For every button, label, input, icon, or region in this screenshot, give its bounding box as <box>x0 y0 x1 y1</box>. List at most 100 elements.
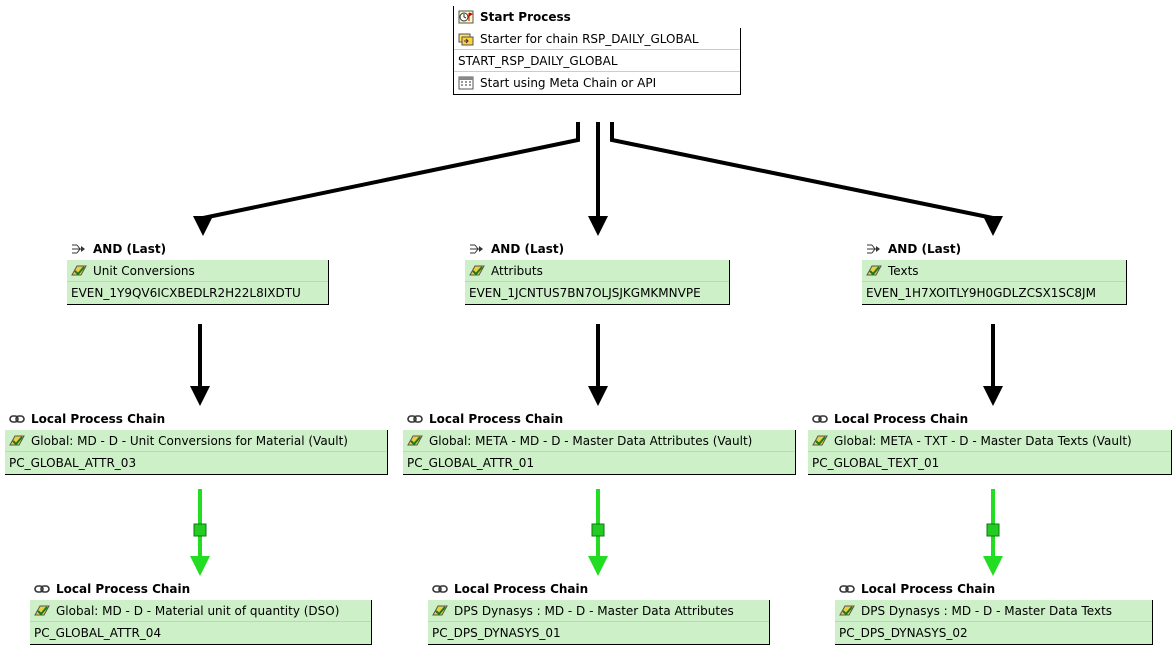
start-process-starter-row: Starter for chain RSP_DAILY_GLOBAL <box>454 28 740 50</box>
chain-link-icon <box>34 582 50 596</box>
local-chain-body: Global: META - TXT - D - Master Data Tex… <box>808 430 1172 475</box>
local-chain-title: Local Process Chain <box>454 582 589 596</box>
local-chain-code: PC_DPS_DYNASYS_02 <box>839 626 968 640</box>
and-node-1[interactable]: AND (Last) Unit Conversions EVEN_1Y9QV6I… <box>67 238 329 305</box>
clock-flag-icon <box>458 10 474 24</box>
edge-start-to-and-3[interactable] <box>610 122 1003 236</box>
chain-link-icon <box>812 412 828 426</box>
local-chain-body: DPS Dynasys : MD - D - Master Data Attri… <box>428 600 770 645</box>
event-icon <box>34 604 50 618</box>
local-chain-body: Global: MD - D - Unit Conversions for Ma… <box>5 430 388 475</box>
local-chain-label: DPS Dynasys : MD - D - Master Data Attri… <box>454 604 734 618</box>
local-chain-title-row: Local Process Chain <box>835 578 1153 600</box>
event-icon <box>71 264 87 278</box>
local-chain-code-row: PC_DPS_DYNASYS_02 <box>835 622 1152 644</box>
and-node-2[interactable]: AND (Last) Attributs EVEN_1JCNTUS7BN7OLJ… <box>465 238 730 305</box>
and-node-code: EVEN_1H7XOITLY9H0GDLZCSX1SC8JM <box>866 286 1096 300</box>
local-chain-code: PC_GLOBAL_ATTR_03 <box>9 456 137 470</box>
and-node-label-row: Attributs <box>465 260 729 282</box>
start-process-node[interactable]: Start Process Starter for chain RSP_DAIL… <box>453 6 741 95</box>
and-node-title: AND (Last) <box>888 242 962 256</box>
local-chain-node-4[interactable]: Local Process Chain Global: MD - D - Mat… <box>30 578 372 645</box>
start-process-meta-row: Start using Meta Chain or API <box>454 72 740 94</box>
success-connector-icon[interactable] <box>591 523 605 537</box>
local-chain-label: Global: META - TXT - D - Master Data Tex… <box>834 434 1132 448</box>
local-chain-title-row: Local Process Chain <box>808 408 1172 430</box>
and-node-code: EVEN_1JCNTUS7BN7OLJSJKGMKMNVPE <box>469 286 701 300</box>
and-node-code: EVEN_1Y9QV6ICXBEDLR2H22L8IXDTU <box>71 286 301 300</box>
local-chain-title-row: Local Process Chain <box>428 578 770 600</box>
start-process-body: Starter for chain RSP_DAILY_GLOBAL START… <box>454 28 741 95</box>
local-chain-title: Local Process Chain <box>31 412 166 426</box>
local-chain-code: PC_GLOBAL_ATTR_01 <box>407 456 535 470</box>
event-icon <box>866 264 882 278</box>
and-node-body: Attributs EVEN_1JCNTUS7BN7OLJSJKGMKMNVPE <box>465 260 730 305</box>
local-chain-label: Global: META - MD - D - Master Data Attr… <box>429 434 753 448</box>
local-chain-code-row: PC_GLOBAL_ATTR_03 <box>5 452 387 474</box>
chain-link-icon <box>407 412 423 426</box>
local-chain-label-row: Global: META - TXT - D - Master Data Tex… <box>808 430 1171 452</box>
local-chain-code-row: PC_DPS_DYNASYS_01 <box>428 622 769 644</box>
and-join-icon <box>866 242 882 256</box>
and-node-3[interactable]: AND (Last) Texts EVEN_1H7XOITLY9H0GDLZCS… <box>862 238 1127 305</box>
local-chain-title-row: Local Process Chain <box>30 578 372 600</box>
success-connector-icon[interactable] <box>193 523 207 537</box>
chain-link-icon <box>432 582 448 596</box>
local-chain-code: PC_DPS_DYNASYS_01 <box>432 626 561 640</box>
event-icon <box>839 604 855 618</box>
process-icon <box>458 32 474 46</box>
local-chain-label: Global: MD - D - Material unit of quanti… <box>56 604 340 618</box>
and-node-label-row: Texts <box>862 260 1126 282</box>
and-node-code-row: EVEN_1H7XOITLY9H0GDLZCSX1SC8JM <box>862 282 1126 304</box>
and-node-title-row: AND (Last) <box>465 238 730 260</box>
start-process-starter-label: Starter for chain RSP_DAILY_GLOBAL <box>480 32 699 46</box>
event-icon <box>432 604 448 618</box>
local-chain-node-1[interactable]: Local Process Chain Global: MD - D - Uni… <box>5 408 388 475</box>
local-chain-label-row: Global: MD - D - Material unit of quanti… <box>30 600 371 622</box>
local-chain-title-row: Local Process Chain <box>403 408 796 430</box>
and-node-label: Texts <box>888 264 919 278</box>
start-process-code: START_RSP_DAILY_GLOBAL <box>458 54 618 68</box>
local-chain-body: DPS Dynasys : MD - D - Master Data Texts… <box>835 600 1153 645</box>
event-icon <box>407 434 423 448</box>
and-node-label-row: Unit Conversions <box>67 260 328 282</box>
success-connector-icon[interactable] <box>986 523 1000 537</box>
and-join-icon <box>71 242 87 256</box>
local-chain-code: PC_GLOBAL_ATTR_04 <box>34 626 162 640</box>
and-node-label: Unit Conversions <box>93 264 195 278</box>
and-node-body: Unit Conversions EVEN_1Y9QV6ICXBEDLR2H22… <box>67 260 329 305</box>
local-chain-title: Local Process Chain <box>429 412 564 426</box>
and-node-title: AND (Last) <box>93 242 167 256</box>
start-process-code-row: START_RSP_DAILY_GLOBAL <box>454 50 740 72</box>
local-chain-node-3[interactable]: Local Process Chain Global: META - TXT -… <box>808 408 1172 475</box>
local-chain-title-row: Local Process Chain <box>5 408 388 430</box>
local-chain-label-row: DPS Dynasys : MD - D - Master Data Texts <box>835 600 1152 622</box>
and-node-code-row: EVEN_1Y9QV6ICXBEDLR2H22L8IXDTU <box>67 282 328 304</box>
local-chain-code-row: PC_GLOBAL_TEXT_01 <box>808 452 1171 474</box>
and-node-code-row: EVEN_1JCNTUS7BN7OLJSJKGMKMNVPE <box>465 282 729 304</box>
local-chain-node-2[interactable]: Local Process Chain Global: META - MD - … <box>403 408 796 475</box>
and-node-body: Texts EVEN_1H7XOITLY9H0GDLZCSX1SC8JM <box>862 260 1127 305</box>
local-chain-label-row: Global: MD - D - Unit Conversions for Ma… <box>5 430 387 452</box>
local-chain-label-row: DPS Dynasys : MD - D - Master Data Attri… <box>428 600 769 622</box>
and-join-icon <box>469 242 485 256</box>
chain-link-icon <box>9 412 25 426</box>
start-process-meta-label: Start using Meta Chain or API <box>480 76 657 90</box>
edge-start-to-and-1[interactable] <box>193 122 580 236</box>
local-chain-code: PC_GLOBAL_TEXT_01 <box>812 456 940 470</box>
local-chain-label: DPS Dynasys : MD - D - Master Data Texts <box>861 604 1113 618</box>
local-chain-label: Global: MD - D - Unit Conversions for Ma… <box>31 434 348 448</box>
local-chain-title: Local Process Chain <box>861 582 996 596</box>
and-node-label: Attributs <box>491 264 543 278</box>
local-chain-code-row: PC_GLOBAL_ATTR_01 <box>403 452 795 474</box>
event-icon <box>469 264 485 278</box>
chain-link-icon <box>839 582 855 596</box>
local-chain-node-5[interactable]: Local Process Chain DPS Dynasys : MD - D… <box>428 578 770 645</box>
local-chain-title: Local Process Chain <box>56 582 191 596</box>
local-chain-node-6[interactable]: Local Process Chain DPS Dynasys : MD - D… <box>835 578 1153 645</box>
event-icon <box>812 434 828 448</box>
local-chain-body: Global: META - MD - D - Master Data Attr… <box>403 430 796 475</box>
local-chain-code-row: PC_GLOBAL_ATTR_04 <box>30 622 371 644</box>
calendar-icon <box>458 76 474 90</box>
